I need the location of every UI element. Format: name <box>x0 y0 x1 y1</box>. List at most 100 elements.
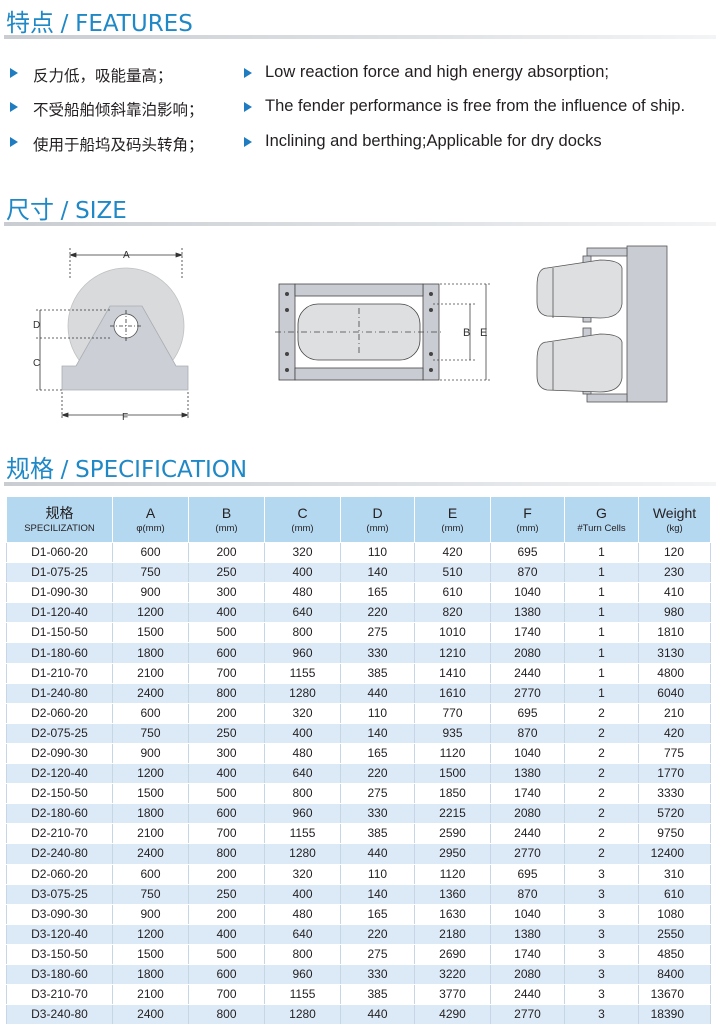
column-header: D(mm) <box>340 496 415 543</box>
column-header-main: F <box>523 504 532 521</box>
value-cell: 480 <box>264 903 341 925</box>
value-cell: 870 <box>490 883 565 905</box>
column-header-main: G <box>596 504 607 521</box>
column-header-main: E <box>447 504 458 521</box>
column-header: Weight(kg) <box>638 496 711 543</box>
value-cell: 870 <box>490 722 565 744</box>
value-cell: 500 <box>188 622 265 644</box>
value-cell: 2770 <box>490 1004 565 1024</box>
model-cell: D1-240-80 <box>6 682 113 704</box>
value-cell: 275 <box>340 622 415 644</box>
column-header-main: B <box>221 504 232 521</box>
value-cell: 320 <box>264 541 341 564</box>
value-cell: 960 <box>264 963 341 986</box>
dim-label-e: E <box>480 327 487 339</box>
column-header-unit: (mm) <box>366 522 389 534</box>
value-cell: 1120 <box>414 742 491 765</box>
column-header: B(mm) <box>188 496 265 543</box>
value-cell: 480 <box>264 742 341 765</box>
value-cell: 250 <box>188 883 265 905</box>
size-section-title: 尺寸 / SIZE <box>6 190 127 225</box>
value-cell: 3 <box>564 1004 639 1024</box>
value-cell: 750 <box>112 722 189 744</box>
model-cell: D2-060-20 <box>6 863 113 885</box>
value-cell: 200 <box>188 903 265 925</box>
value-cell: 2180 <box>414 923 491 945</box>
value-cell: 2690 <box>414 943 491 965</box>
value-cell: 3 <box>564 863 639 885</box>
model-cell: D2-210-70 <box>6 823 113 845</box>
value-cell: 1210 <box>414 642 491 664</box>
fender-side-view-diagram <box>36 248 190 420</box>
value-cell: 1500 <box>112 943 189 965</box>
model-cell: D3-120-40 <box>6 923 113 945</box>
dim-label-f: F <box>122 412 128 423</box>
value-cell: 2080 <box>490 642 565 664</box>
model-cell: D2-150-50 <box>6 783 113 805</box>
value-cell: 750 <box>112 883 189 905</box>
value-cell: 1800 <box>112 642 189 664</box>
model-cell: D2-240-80 <box>6 843 113 865</box>
model-cell: D3-075-25 <box>6 883 113 905</box>
value-cell: 1360 <box>414 883 491 905</box>
value-cell: 220 <box>340 763 415 785</box>
features-title-cn: 特点 <box>6 10 54 37</box>
value-cell: 250 <box>188 722 265 744</box>
value-cell: 320 <box>264 702 341 724</box>
value-cell: 2 <box>564 783 639 805</box>
value-cell: 700 <box>188 662 265 684</box>
value-cell: 200 <box>188 702 265 724</box>
value-cell: 2 <box>564 803 639 825</box>
value-cell: 600 <box>112 863 189 885</box>
value-cell: 330 <box>340 642 415 664</box>
features-section-title: 特点 / FEATURES <box>6 3 193 38</box>
feature-cn: 反力低，吸能量高； <box>33 67 173 85</box>
value-cell: 800 <box>188 1004 265 1024</box>
value-cell: 420 <box>638 722 711 744</box>
value-cell: 2400 <box>112 843 189 865</box>
value-cell: 2100 <box>112 662 189 684</box>
column-header-unit: (mm) <box>516 522 539 534</box>
feature-item: 使用于船坞及码头转角； Inclining and berthing;Appli… <box>0 131 720 155</box>
model-cell: D1-210-70 <box>6 662 113 684</box>
value-cell: 600 <box>188 642 265 664</box>
value-cell: 3 <box>564 883 639 905</box>
value-cell: 820 <box>414 602 491 624</box>
value-cell: 2950 <box>414 843 491 865</box>
value-cell: 140 <box>340 883 415 905</box>
value-cell: 1740 <box>490 622 565 644</box>
feature-en: Low reaction force and high energy absor… <box>265 63 609 81</box>
value-cell: 1810 <box>638 622 711 644</box>
value-cell: 750 <box>112 562 189 584</box>
value-cell: 320 <box>264 863 341 885</box>
model-cell: D1-150-50 <box>6 622 113 644</box>
value-cell: 800 <box>188 682 265 704</box>
value-cell: 1380 <box>490 923 565 945</box>
value-cell: 140 <box>340 722 415 744</box>
value-cell: 13670 <box>638 984 711 1006</box>
value-cell: 600 <box>188 963 265 986</box>
value-cell: 2440 <box>490 662 565 684</box>
value-cell: 2215 <box>414 803 491 825</box>
value-cell: 1380 <box>490 602 565 624</box>
value-cell: 4290 <box>414 1004 491 1024</box>
value-cell: 600 <box>188 803 265 825</box>
value-cell: 500 <box>188 783 265 805</box>
feature-cn: 不受船舶倾斜靠泊影响； <box>33 101 204 119</box>
bullet-arrow-icon <box>10 137 18 147</box>
